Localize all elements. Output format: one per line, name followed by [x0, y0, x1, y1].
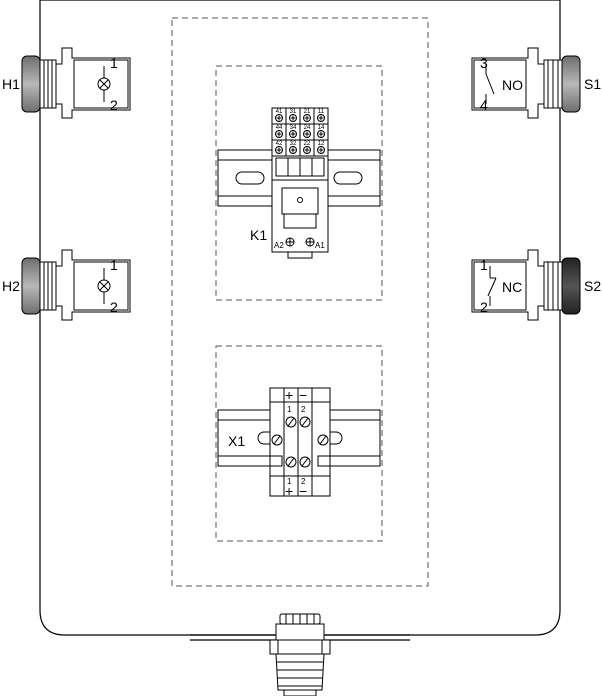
lamp-h2-pin-1: 1	[110, 257, 118, 273]
relay-k1: 41 31 21 11 44 34 24 14 42 32 22 12 A2 A1	[271, 107, 329, 259]
terminal-area-outline	[215, 345, 383, 542]
relay-a2-label: A2	[274, 241, 284, 250]
switch-s1: 3 4 NO	[471, 47, 581, 119]
switch-s2-type: NC	[502, 279, 522, 295]
relay-pin-label: 14	[318, 125, 325, 131]
terminal-minus-bottom: −	[299, 483, 307, 499]
terminal-minus-top: −	[299, 387, 307, 403]
terminal-block-x1: 1 2 1 2 + − + −	[269, 387, 331, 499]
indicator-h2-label: H2	[2, 278, 20, 294]
indicator-lamp-h2: 1 2	[21, 249, 131, 321]
relay-pin-label: 44	[276, 125, 283, 131]
switch-s2-pin-1: 1	[480, 257, 488, 273]
relay-k1-label: K1	[250, 227, 267, 243]
lamp-h1-pin-2: 2	[110, 97, 118, 113]
terminal-plus-top: +	[285, 387, 293, 403]
indicator-lamp-h1: 1 2	[21, 47, 131, 119]
relay-area-outline	[215, 65, 383, 301]
cable-gland	[269, 613, 331, 696]
relay-pin-label: 42	[276, 141, 283, 147]
terminal-x1-label: X1	[228, 433, 245, 449]
relay-pin-label: 24	[304, 125, 311, 131]
mounting-plate-outline	[171, 17, 429, 587]
lamp-h2-pin-2: 2	[110, 299, 118, 315]
switch-s2: 1 2 NC	[471, 249, 581, 321]
terminal-plus-bottom: +	[285, 483, 293, 499]
terminal-2-top: 2	[301, 405, 306, 414]
switch-s2-pin-2: 2	[480, 299, 488, 315]
relay-pin-label: 32	[290, 141, 297, 147]
lamp-h1-pin-1: 1	[110, 55, 118, 71]
switch-s1-type: NO	[502, 77, 523, 93]
relay-pin-label: 31	[290, 109, 297, 115]
relay-pin-label: 21	[304, 109, 311, 115]
relay-pin-label: 41	[276, 109, 283, 115]
relay-a1-label: A1	[315, 241, 325, 250]
relay-pin-label: 22	[304, 141, 311, 147]
switch-s1-label: S1	[584, 76, 601, 92]
terminal-1-top: 1	[287, 405, 292, 414]
switch-s1-pin-4: 4	[480, 97, 488, 113]
terminal-2-bottom: 2	[301, 477, 306, 486]
relay-pin-label: 12	[318, 141, 325, 147]
terminal-1-bottom: 1	[287, 477, 292, 486]
relay-pin-label: 34	[290, 125, 297, 131]
indicator-h1-label: H1	[2, 76, 20, 92]
relay-pin-label: 11	[318, 109, 325, 115]
switch-s1-pin-3: 3	[480, 55, 488, 71]
switch-s2-label: S2	[584, 278, 601, 294]
